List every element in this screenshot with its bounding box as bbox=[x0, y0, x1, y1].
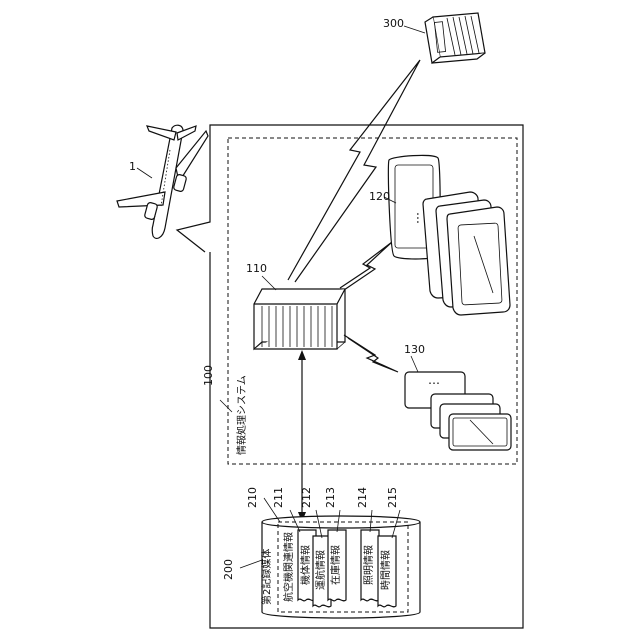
time-info-label: 時間情報 bbox=[379, 550, 392, 590]
inventory-info-label: 在庫情報 bbox=[329, 545, 342, 585]
external-server-ref: 300 bbox=[383, 17, 404, 30]
small-terminals-ellipsis: … bbox=[428, 373, 440, 387]
system-label: 情報処理システム bbox=[235, 375, 248, 455]
operation-info-label: 運航情報 bbox=[314, 550, 327, 590]
airplane-icon bbox=[117, 125, 208, 238]
large-terminals-icon bbox=[388, 155, 510, 315]
small-terminals-icon bbox=[405, 372, 511, 450]
storage-ref: 200 bbox=[222, 559, 235, 580]
lighting-info-ref: 214 bbox=[356, 487, 369, 508]
large-terminals-ellipsis: … bbox=[414, 212, 428, 224]
server-icon bbox=[254, 289, 345, 349]
system-leader bbox=[220, 400, 232, 412]
aviation-info-ref: 210 bbox=[246, 487, 259, 508]
system-ref: 100 bbox=[202, 365, 215, 386]
inventory-info-ref: 213 bbox=[324, 487, 337, 508]
airplane-leader bbox=[137, 168, 152, 178]
time-info-ref: 215 bbox=[386, 487, 399, 508]
server-leader bbox=[262, 276, 276, 290]
large-terminals-ref: 120 bbox=[369, 190, 390, 203]
small-terminals-leader bbox=[411, 356, 418, 372]
aviation-info-label: 航空機関連情報 bbox=[282, 532, 295, 602]
external-server-icon bbox=[425, 13, 485, 63]
lighting-info-label: 照明情報 bbox=[362, 545, 375, 585]
wireless-link-small-terminals bbox=[344, 335, 398, 372]
server-ref: 110 bbox=[246, 262, 267, 275]
airplane-ref: 1 bbox=[129, 160, 136, 173]
storage-label: 第2記録媒体 bbox=[260, 549, 273, 605]
storage-leader bbox=[240, 560, 262, 568]
external-server-leader bbox=[404, 26, 425, 33]
small-terminals-ref: 130 bbox=[404, 343, 425, 356]
operation-info-ref: 212 bbox=[300, 487, 313, 508]
airframe-info-label: 機体情報 bbox=[299, 545, 312, 585]
airframe-info-ref: 211 bbox=[272, 487, 285, 508]
wireless-link-large-terminals bbox=[340, 242, 392, 290]
